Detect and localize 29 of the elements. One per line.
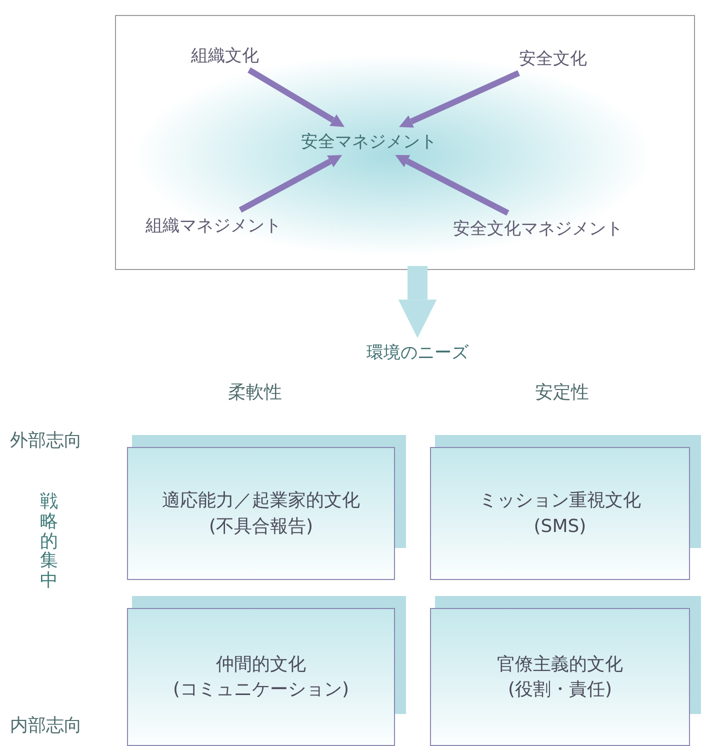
culture-box: [127, 447, 395, 580]
node-label: 環境のニーズ: [345, 340, 490, 366]
node-label: 組織マネジメント: [131, 213, 296, 239]
axis-label: 戦略的集中: [40, 492, 58, 591]
node-label: 安全文化マネジメント: [433, 216, 643, 242]
culture-box: [127, 608, 395, 746]
node-label: 安全マネジメント: [284, 129, 454, 155]
arrow: [399, 70, 520, 128]
arrow: [238, 155, 342, 213]
axis-label: 安定性: [535, 381, 589, 404]
node-label: 組織文化: [175, 43, 275, 69]
arrow: [395, 155, 510, 216]
culture-box: [430, 608, 690, 746]
flow-arrow: [398, 266, 437, 338]
box-text: (コミュニケーション): [172, 678, 350, 702]
box-text: ミッション重視文化: [479, 489, 641, 514]
axis-label: 内部志向: [10, 714, 82, 737]
box-text: 仲間的文化: [216, 652, 306, 677]
box-text: (役割・責任): [508, 678, 612, 702]
arrow: [248, 67, 345, 127]
frame-box: [115, 15, 695, 270]
box-text: (不具合報告): [208, 514, 314, 538]
box-text: 官僚主義的文化: [497, 652, 623, 677]
box-text: 適応能力／起業家的文化: [162, 489, 360, 514]
node-label: 安全文化: [503, 46, 603, 72]
axis-label: 外部志向: [10, 429, 82, 452]
culture-box: [430, 447, 690, 580]
box-text: (SMS): [534, 514, 586, 538]
axis-label: 柔軟性: [228, 381, 282, 404]
